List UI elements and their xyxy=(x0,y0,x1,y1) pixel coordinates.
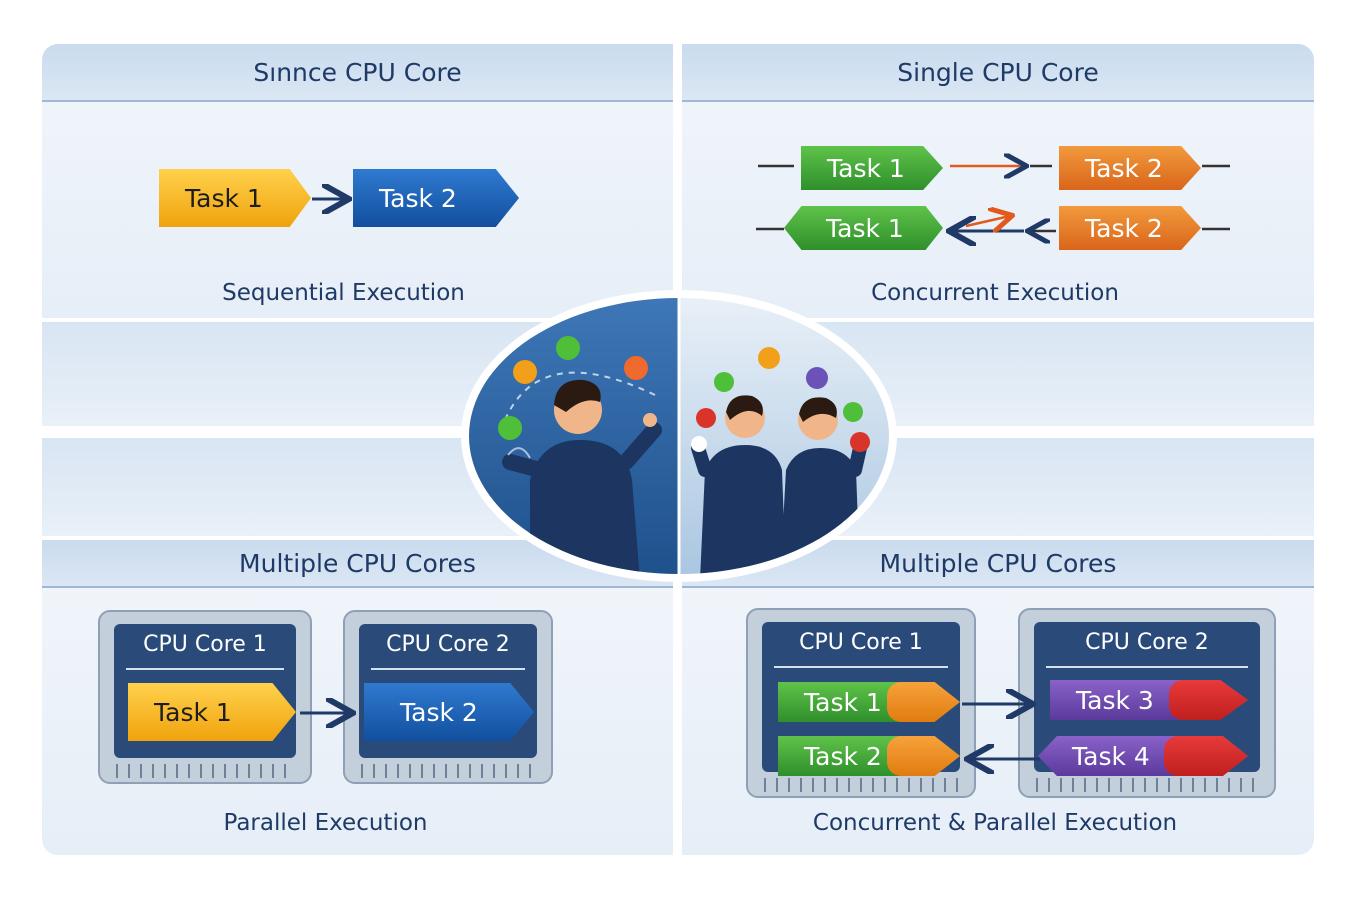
chip-pins xyxy=(1036,778,1258,792)
core-title: CPU Core 2 xyxy=(1085,630,1209,655)
task-label: Task 4 xyxy=(1072,741,1150,771)
task-1-block: Task 1 xyxy=(128,683,296,741)
chip-pins xyxy=(361,764,535,778)
core-title: CPU Core 1 xyxy=(799,630,923,655)
task-2-block: Task 2 xyxy=(1059,206,1201,250)
task-label: Task 1 xyxy=(804,687,882,717)
core-exchange-arrows xyxy=(962,704,1040,759)
panel-concurrent-parallel: Multiple CPU Cores CPU Core 1 Task 1 Tas… xyxy=(682,540,1314,855)
context-switch-arrows xyxy=(756,166,1230,231)
task-label: Task 2 xyxy=(804,741,882,771)
task-1-block: Task 1 xyxy=(159,169,311,227)
task-2-block: Task 2 xyxy=(364,683,534,741)
core-title: CPU Core 1 xyxy=(143,632,267,657)
task-3-block: Task 3 xyxy=(1050,680,1248,720)
chip-pins xyxy=(116,764,294,778)
task-1-block: Task 1 xyxy=(801,146,943,190)
task-2-block: Task 2 xyxy=(1059,146,1201,190)
task-1-block: Task 1 xyxy=(778,682,960,722)
panel-concurrent: Single CPU Core Task 1 Task 2 Task 1 Tas… xyxy=(682,44,1314,318)
panel-caption: Sequential Execution xyxy=(222,280,465,306)
panel-header: Sınnce CPU Core xyxy=(42,44,673,102)
panel-caption: Concurrent Execution xyxy=(871,280,1119,306)
task-1-block: Task 1 xyxy=(784,206,943,250)
two-jugglers-figure xyxy=(691,347,870,574)
panel-caption: Concurrent & Parallel Execution xyxy=(812,810,1178,836)
task-label: Task 3 xyxy=(1076,685,1154,715)
panel-header: Single CPU Core xyxy=(682,44,1314,102)
single-juggler-figure xyxy=(498,336,662,574)
panel-sequential: Sınnce CPU Core Task 1 Task 2 Sequential… xyxy=(42,44,673,318)
chip-pins xyxy=(764,778,958,792)
task-2-block: Task 2 xyxy=(353,169,519,227)
panel-caption: Parallel Execution xyxy=(223,810,428,836)
core-title: CPU Core 2 xyxy=(386,632,510,657)
panel-parallel: Multiple CPU Cores CPU Core 1 Task 1 CPU… xyxy=(42,540,673,855)
